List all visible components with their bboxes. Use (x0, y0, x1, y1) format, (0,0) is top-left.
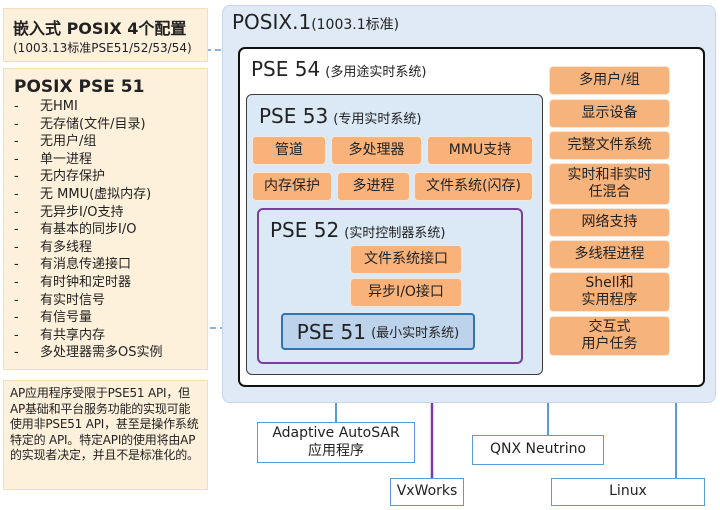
pse51-feature-item: - 无异步I/O支持 (14, 204, 163, 222)
pse54-feature-shell-utilities: Shell和 实用程序 (549, 272, 670, 312)
pse51-feature-item: - 多处理器需多OS实例 (14, 344, 163, 362)
posix1-title: POSIX.1 (232, 10, 312, 34)
pse51-feature-text: 有消息传递接口 (40, 257, 132, 273)
pse51-feature-item: - 无 MMU(虚拟内存) (14, 186, 163, 204)
pse54-subtitle: (多用途实时系统) (325, 65, 427, 80)
pse51-feature-item: - 无用户/组 (14, 133, 163, 151)
pse51-feature-text: 多处理器需多OS实例 (40, 345, 163, 361)
list-bullet: - (14, 116, 19, 132)
pse51-feature-text: 有时钟和定时器 (40, 274, 132, 290)
pse51-feature-text: 有多线程 (40, 239, 93, 255)
list-bullet: - (14, 345, 19, 361)
pse51-feature-text: 无存储(文件/目录) (40, 116, 146, 132)
pse54-feature-full-filesystem: 完整文件系统 (549, 131, 670, 160)
pse51-title: PSE 51 (296, 319, 366, 344)
pse54-label: PSE 54 (多用途实时系统) (251, 57, 426, 81)
embedded-posix-title: 嵌入式 POSIX 4个配置 (13, 19, 187, 38)
pse54-feature-multi-user: 多用户/组 (549, 66, 670, 95)
os-adaptive-autosar: Adaptive AutoSAR 应用程序 (257, 422, 415, 463)
list-bullet: - (14, 134, 19, 150)
pse53-feature-pipe: 管道 (252, 136, 326, 165)
pse54-feature-interactive-tasks: 交互式 用户任务 (549, 316, 670, 356)
pse51-feature-text: 无 MMU(虚拟内存) (40, 186, 152, 202)
pse51-feature-text: 无异步I/O支持 (40, 204, 124, 220)
list-bullet: - (14, 327, 19, 343)
pse51-subtitle: (最小实时系统) (371, 326, 460, 341)
pse51-feature-text: 有实时信号 (40, 292, 106, 308)
pse52-subtitle: (实时控制器系统) (344, 226, 446, 241)
pse53-feature-memory-protection: 内存保护 (252, 172, 332, 201)
embedded-posix-note: 嵌入式 POSIX 4个配置 (1003.13标准PSE51/52/53/54) (3, 8, 208, 62)
pse53-title: PSE 53 (259, 104, 329, 128)
list-bullet: - (14, 292, 19, 308)
pse51-feature-item: - 有信号量 (14, 309, 163, 327)
pse54-feature-multithread-process: 多线程进程 (549, 240, 670, 269)
list-bullet: - (14, 310, 19, 326)
pse51-feature-item: - 有时钟和定时器 (14, 274, 163, 292)
list-bullet: - (14, 222, 19, 238)
ap-api-note: AP应用程序受限于PSE51 API，但AP基础和平台服务功能的实现可能使用非P… (3, 380, 208, 490)
pse51-container: PSE 51 (最小实时系统) (281, 313, 475, 350)
os-qnx-neutrino: QNX Neutrino (472, 435, 604, 465)
embedded-posix-subtitle: (1003.13标准PSE51/52/53/54) (13, 41, 192, 55)
pse51-feature-item: - 有多线程 (14, 239, 163, 257)
pse51-feature-text: 无内存保护 (40, 169, 106, 185)
pse53-feature-mmu-support: MMU支持 (427, 136, 533, 165)
posix1-label: POSIX.1(1003.1标准) (232, 10, 399, 34)
pse51-feature-list: - 无HMI - 无存储(文件/目录) - 无用户/组 - 单一进程 - 无内存保护 - 无 MMU(… (14, 98, 163, 362)
pse54-feature-display-device: 显示设备 (549, 99, 670, 128)
pse51-feature-item: - 有消息传递接口 (14, 256, 163, 274)
list-bullet: - (14, 257, 19, 273)
pse51-feature-item: - 无内存保护 (14, 168, 163, 186)
pse51-feature-item: - 无HMI (14, 98, 163, 116)
pse51-feature-item: - 无存储(文件/目录) (14, 116, 163, 134)
pse51-feature-text: 有共享内存 (40, 327, 106, 343)
list-bullet: - (14, 239, 19, 255)
list-bullet: - (14, 151, 19, 167)
pse51-feature-text: 有基本的同步I/O (40, 222, 137, 238)
pse54-title: PSE 54 (251, 57, 321, 81)
os-vxworks: VxWorks (390, 478, 464, 506)
pse53-subtitle: (专用实时系统) (333, 112, 422, 127)
pse54-feature-mixed-realtime: 实时和非实时 任混合 (549, 163, 670, 205)
list-bullet: - (14, 204, 19, 220)
pse53-feature-flash-filesystem: 文件系统(闪存) (414, 172, 533, 201)
pse51-features-title: POSIX PSE 51 (14, 77, 145, 97)
pse52-label: PSE 52 (实时控制器系统) (270, 218, 445, 242)
pse51-feature-item: - 单一进程 (14, 151, 163, 169)
pse53-feature-multiprocessor: 多处理器 (331, 136, 422, 165)
list-bullet: - (14, 169, 19, 185)
pse51-feature-item: - 有共享内存 (14, 327, 163, 345)
pse51-feature-text: 单一进程 (40, 151, 93, 167)
pse51-feature-text: 无HMI (40, 99, 78, 114)
pse52-feature-async-io: 异步I/O接口 (350, 278, 462, 307)
pse52-title: PSE 52 (270, 218, 340, 242)
posix1-subtitle: (1003.1标准) (311, 17, 400, 33)
list-bullet: - (14, 186, 19, 202)
pse51-feature-text: 无用户/组 (40, 134, 97, 150)
ap-api-note-text: AP应用程序受限于PSE51 API，但AP基础和平台服务功能的实现可能使用非P… (10, 386, 199, 462)
pse52-feature-filesystem-interface: 文件系统接口 (350, 245, 462, 274)
pse53-label: PSE 53 (专用实时系统) (259, 104, 421, 128)
pse51-features-note: POSIX PSE 51 (3, 68, 208, 370)
pse51-feature-item: - 有基本的同步I/O (14, 221, 163, 239)
pse51-feature-item: - 有实时信号 (14, 292, 163, 310)
os-linux: Linux (551, 478, 705, 506)
pse54-feature-network: 网络支持 (549, 208, 670, 237)
pse53-feature-multiprocess: 多进程 (337, 172, 410, 201)
list-bullet: - (14, 274, 19, 290)
pse51-feature-text: 有信号量 (40, 310, 93, 326)
list-bullet: - (14, 99, 19, 114)
